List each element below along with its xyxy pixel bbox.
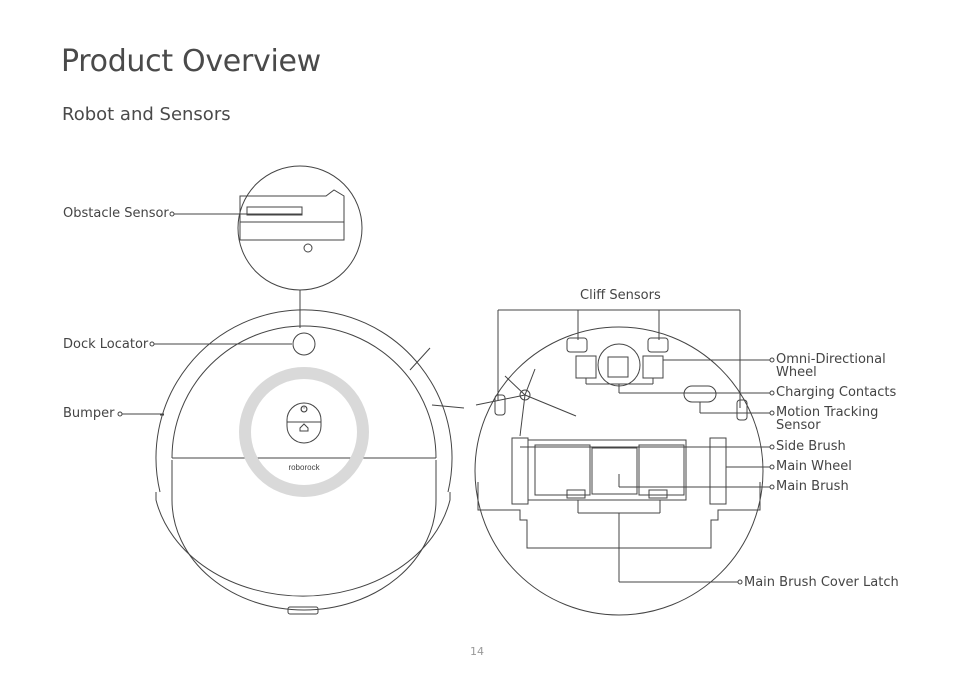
label-main-wheel: Main Wheel [776,459,852,474]
label-side-brush: Side Brush [776,439,846,454]
label-motion-tracking-sensor: Motion Tracking Sensor [776,405,879,433]
label-dock-locator: Dock Locator [63,337,149,352]
label-main-brush: Main Brush [776,479,849,494]
leader-lines [117,211,775,585]
power-icon: ⏻ [301,405,308,414]
label-omni-wheel: Omni-Directional Wheel [776,352,886,380]
light-ring [239,367,369,497]
label-obstacle-sensor: Obstacle Sensor [63,206,169,221]
page-number: 14 [470,645,484,658]
page-title: Product Overview [61,44,321,79]
label-cliff-sensors: Cliff Sensors [580,288,661,303]
brand-logo-text: roborock [288,463,320,472]
zoom-callout-circle [237,165,363,291]
label-bumper: Bumper [63,406,115,421]
section-subtitle: Robot and Sensors [62,104,231,125]
robot-top-view [155,165,465,615]
label-charging-contacts: Charging Contacts [776,385,897,400]
label-main-brush-cover-latch: Main Brush Cover Latch [744,575,899,590]
dock-locator-shape [292,332,316,356]
